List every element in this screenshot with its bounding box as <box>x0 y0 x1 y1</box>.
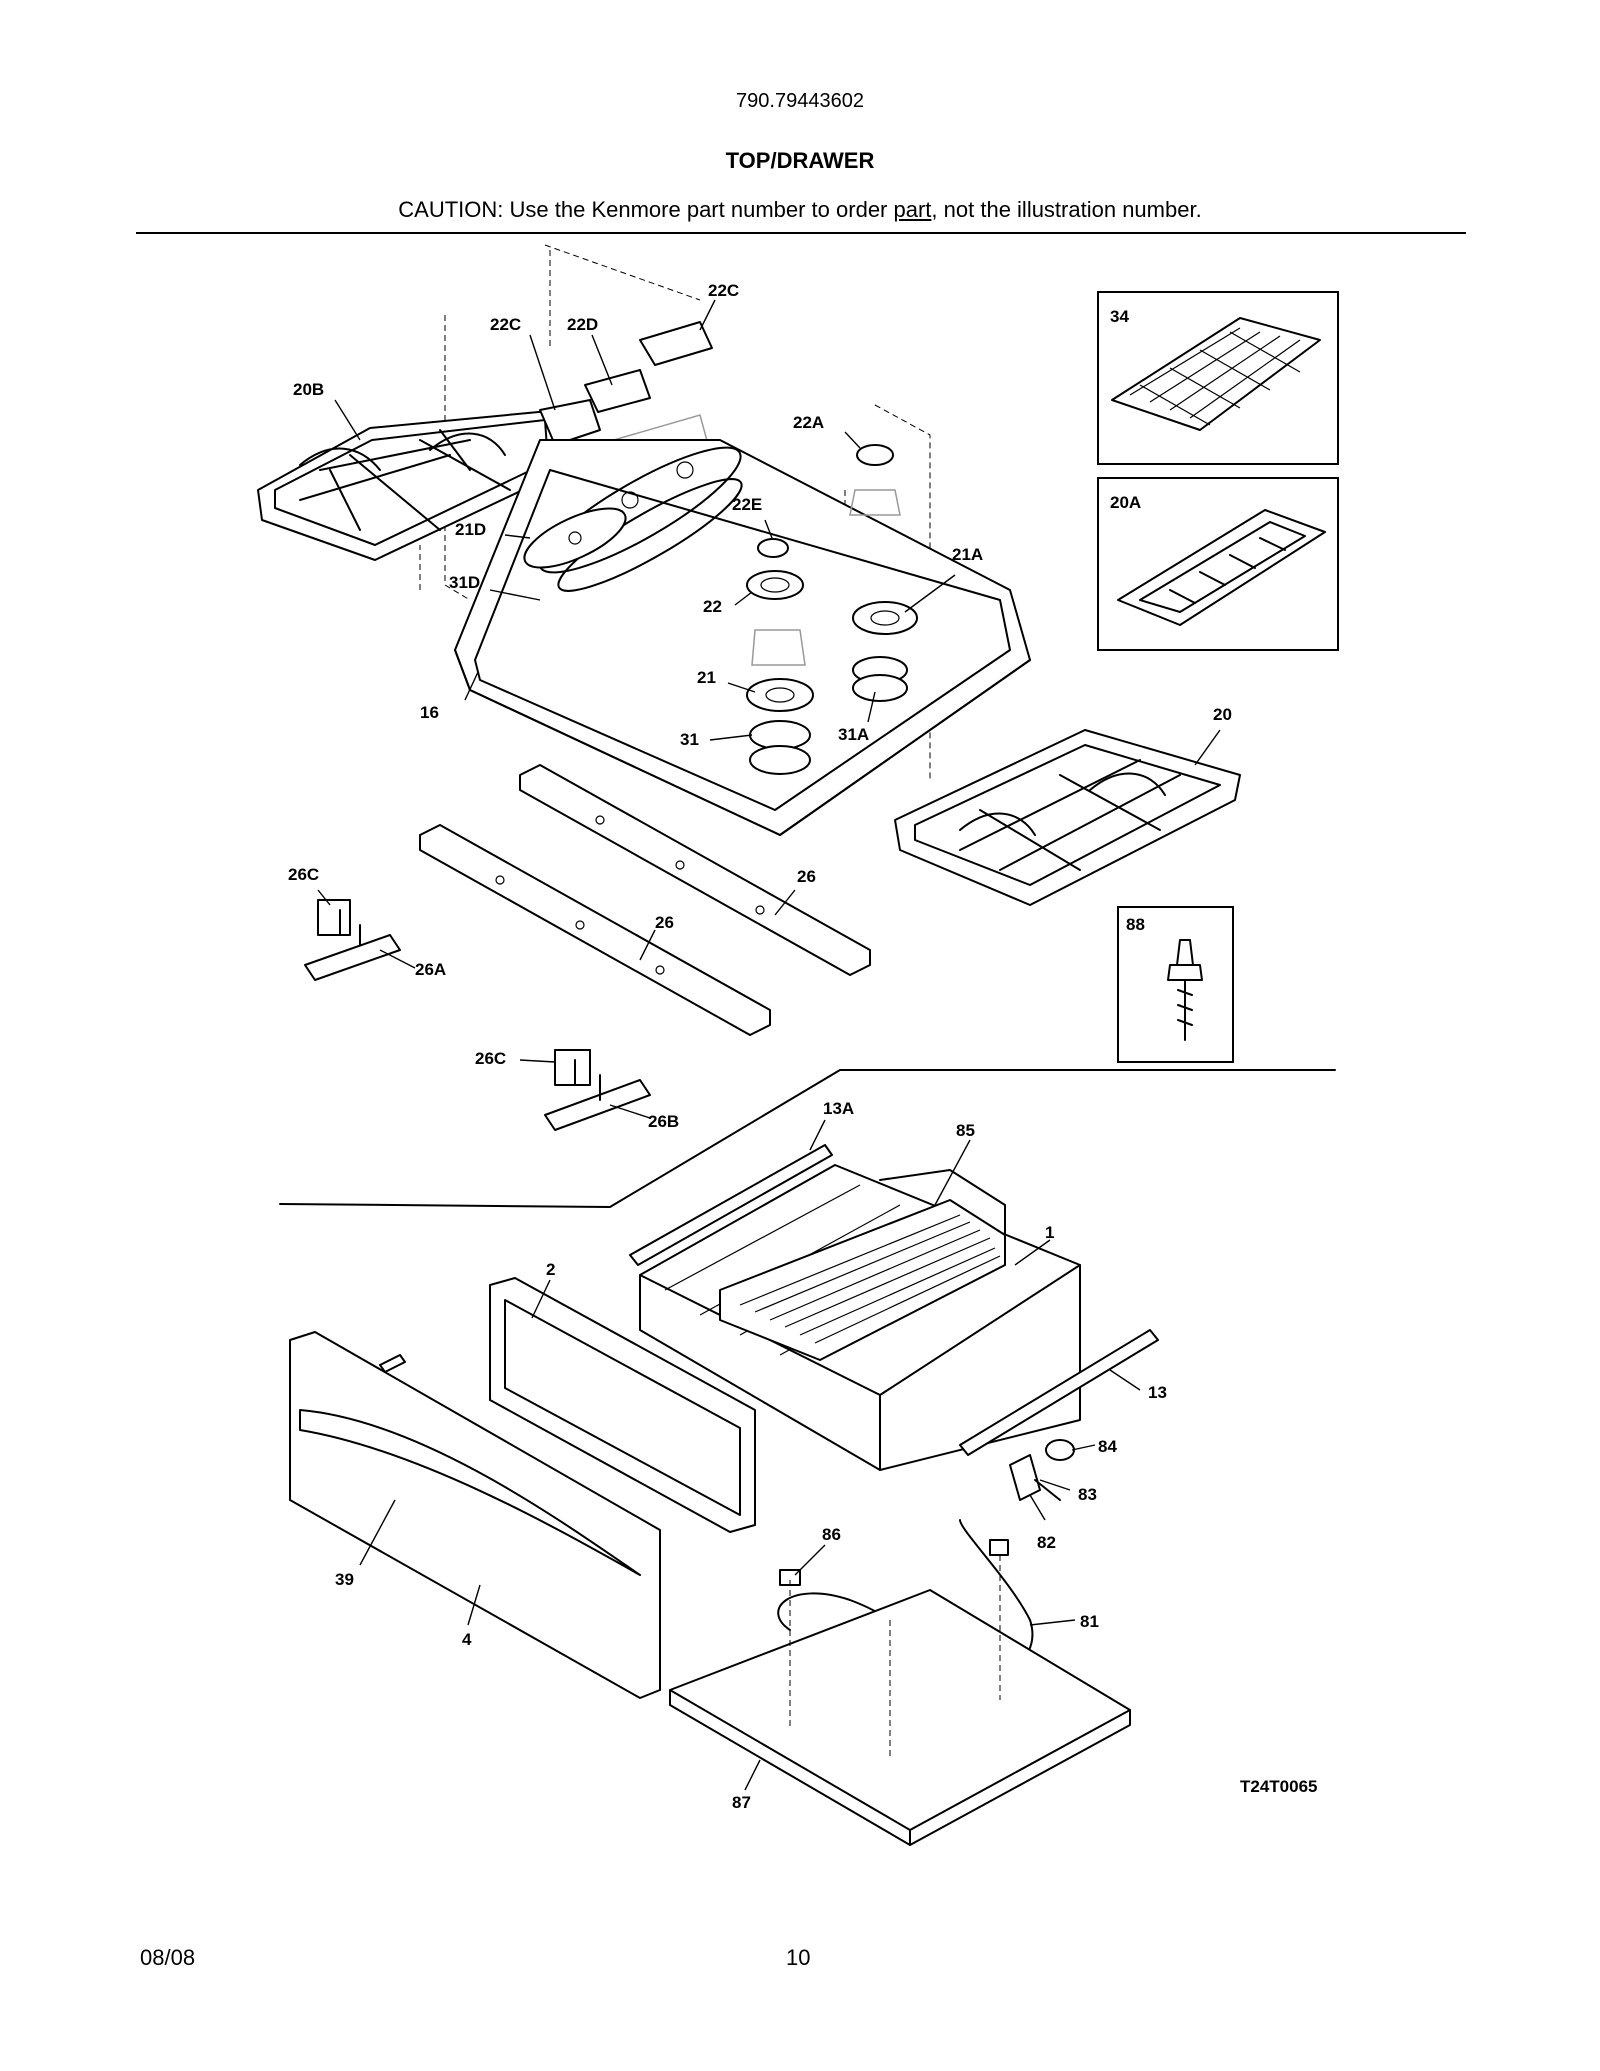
callout-label: 31A <box>838 725 869 744</box>
page-number: 10 <box>786 1945 811 1970</box>
clip-86 <box>779 1569 801 1586</box>
callout-label: 21 <box>697 668 716 687</box>
screw <box>379 1354 406 1373</box>
burner-21a <box>852 601 918 635</box>
drawer-bottom-87 <box>669 1555 1131 1846</box>
drawer-front-4 <box>289 1331 661 1699</box>
callout-label: 86 <box>822 1525 841 1544</box>
grate-20 <box>894 729 1241 906</box>
rack-85 <box>719 1169 1006 1361</box>
callout-labels: 22C 22D 22C 20B 22A 22E 21D 31D 21A 22 2… <box>288 281 1318 1812</box>
inset-label: 20A <box>1110 493 1141 512</box>
callout-label: 20B <box>293 380 324 399</box>
callout-label: 26A <box>415 960 446 979</box>
burner-ring-22 <box>746 570 806 666</box>
callout-label: 31D <box>449 573 480 592</box>
callout-label: 2 <box>546 1260 555 1279</box>
clip <box>989 1539 1009 1556</box>
burner-cover-21d <box>523 507 627 569</box>
callout-label: 1 <box>1045 1223 1054 1242</box>
callout-label: 4 <box>462 1630 472 1649</box>
burner-cap-22e <box>757 538 789 558</box>
inset-box-34 <box>1097 291 1339 465</box>
callout-label: 31 <box>680 730 699 749</box>
callout-label: 22A <box>793 413 824 432</box>
callout-label: 26 <box>797 867 816 886</box>
callout-label: 39 <box>335 1570 354 1589</box>
drawer-slide-13a <box>629 1144 833 1266</box>
section-divider <box>279 1069 1336 1208</box>
callout-label: 22E <box>732 495 762 514</box>
callout-label: 13A <box>823 1099 854 1118</box>
callout-label: 87 <box>732 1793 751 1812</box>
header-rule <box>136 232 1466 234</box>
callout-label: 26B <box>648 1112 679 1131</box>
callout-label: 21D <box>455 520 486 539</box>
callout-label: 13 <box>1148 1383 1167 1402</box>
caution-note: CAUTION: Use the Kenmore part number to … <box>0 197 1600 223</box>
callout-label: 85 <box>956 1121 975 1140</box>
callout-label: 22D <box>567 315 598 334</box>
callout-leaders <box>317 299 1221 1791</box>
caution-text-start: CAUTION: Use the Kenmore part number to … <box>398 197 894 222</box>
drawing-code: T24T0065 <box>1240 1777 1318 1796</box>
caution-text-end: , not the illustration number. <box>931 197 1202 222</box>
door-liner-2 <box>489 1277 756 1533</box>
callout-label: 83 <box>1078 1485 1097 1504</box>
burner-rings-31-31a <box>749 656 908 775</box>
footer-date: 08/08 <box>140 1945 196 1970</box>
burner-21 <box>746 678 814 712</box>
brackets-26c-26b <box>544 1049 651 1131</box>
callout-label: 16 <box>420 703 439 722</box>
brackets-26c-26a <box>304 899 401 981</box>
brackets-26 <box>419 764 871 1036</box>
drawer-slide-13 <box>959 1329 1159 1456</box>
callout-label: 84 <box>1098 1437 1117 1456</box>
inset-label: 88 <box>1126 915 1145 934</box>
callout-label: 26C <box>288 865 319 884</box>
inset-label: 34 <box>1110 307 1129 326</box>
section-title: TOP/DRAWER <box>725 148 875 173</box>
callout-label: 26 <box>655 913 674 932</box>
callout-label: 22C <box>490 315 521 334</box>
model-number: 790.79443602 <box>736 90 864 112</box>
inset-box-20a <box>1097 477 1339 651</box>
burner-cap-22a <box>849 444 901 516</box>
callout-label: 26C <box>475 1049 506 1068</box>
burner-seals-22c-22d <box>539 321 716 506</box>
callout-label: 22 <box>703 597 722 616</box>
callout-label: 21A <box>952 545 983 564</box>
callout-label: 22C <box>708 281 739 300</box>
callout-label: 81 <box>1080 1612 1099 1631</box>
callout-label: 82 <box>1037 1533 1056 1552</box>
callout-label: 20 <box>1213 705 1232 724</box>
caution-text-underlined: part <box>893 197 932 222</box>
inset-box-88 <box>1117 906 1234 1063</box>
drawer-components-82-84 <box>1009 1439 1075 1501</box>
